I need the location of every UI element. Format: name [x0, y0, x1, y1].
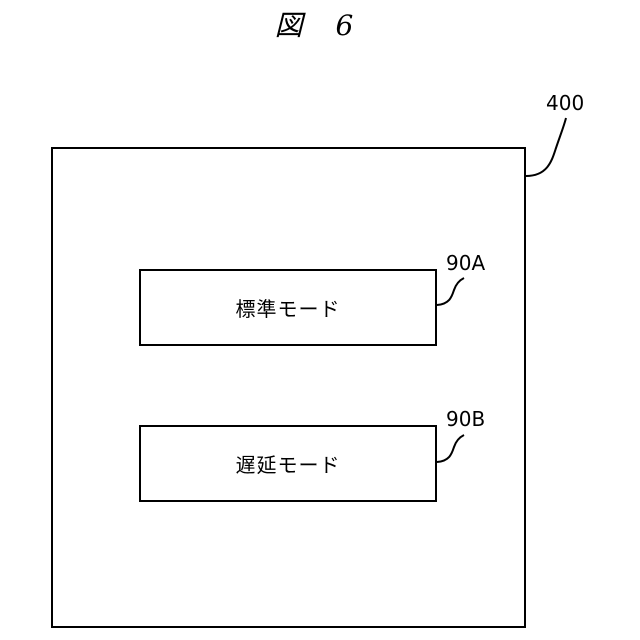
delay-mode-box: 遅延モード [139, 425, 437, 502]
leader-line-400 [526, 118, 566, 176]
standard-mode-label: 標準モード [236, 293, 341, 322]
standard-mode-box: 標準モード [139, 269, 437, 346]
ref-label-90b: 90B [446, 408, 485, 430]
ref-label-90a: 90A [446, 252, 485, 274]
figure-title: 図 6 [0, 6, 640, 46]
delay-mode-label: 遅延モード [236, 449, 341, 478]
container-400-frame [51, 147, 526, 628]
ref-label-400: 400 [546, 92, 584, 114]
